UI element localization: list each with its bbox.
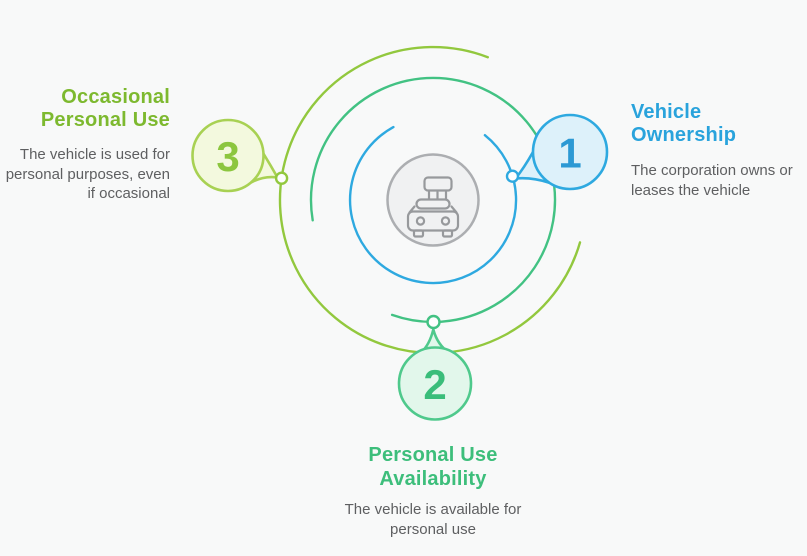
item-2-description: The vehicle is available for personal us… — [344, 501, 522, 538]
bubble-1-number: 1 — [558, 130, 581, 177]
item-3-title: Occasional Personal Use — [40, 86, 170, 131]
arc-vehicle-ownership — [348, 125, 518, 285]
bubble-2: 2 — [397, 328, 473, 421]
item-3-label: Occasional Personal Use The vehicle is u… — [0, 86, 170, 204]
bubble-3: 3 — [191, 118, 279, 193]
item-1-title: Vehicle Ownership — [631, 101, 737, 146]
item-1-label: Vehicle Ownership The corporation owns o… — [631, 101, 807, 201]
arc-personal-use-availability — [309, 76, 557, 324]
bubble-2-number: 2 — [423, 361, 446, 408]
arc-occasional-personal-use — [278, 45, 582, 355]
item-2-label: Personal Use Availability The vehicle is… — [319, 443, 547, 539]
car-icon — [406, 176, 460, 238]
arc-node-dot-1 — [505, 169, 520, 183]
arc-node-dot-3 — [274, 171, 289, 185]
bubble-3-number: 3 — [216, 133, 239, 180]
arc-node-dot-2 — [426, 314, 441, 330]
item-1-description: The corporation owns or leases the vehic… — [631, 162, 793, 199]
item-2-title: Personal Use Availability — [368, 444, 498, 490]
item-3-description: The vehicle is used for personal purpose… — [5, 146, 170, 202]
